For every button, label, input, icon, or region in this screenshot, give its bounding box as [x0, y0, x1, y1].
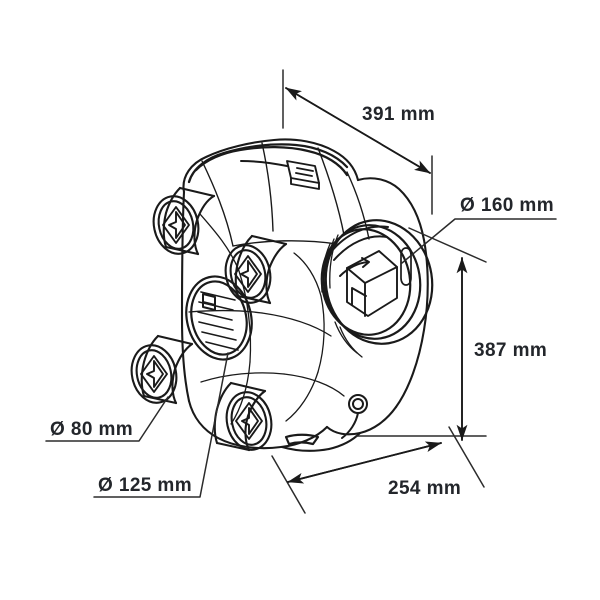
port-middle-left [224, 234, 288, 305]
port-lower-left-flow-arrow [140, 355, 168, 393]
callout-label-diameter-160: Ø 160 mm [460, 195, 555, 216]
port-center-side-handle [202, 293, 216, 311]
port-upper-left [152, 186, 216, 256]
dimension-391-line [285, 87, 431, 174]
port-middle-left-flow-arrow [234, 255, 262, 293]
port-front-flow-arrow [339, 257, 370, 277]
port-lower-center-flow-arrow [235, 402, 263, 440]
electrical-connector-box [286, 160, 320, 190]
unit-top-facets [201, 142, 370, 247]
dimension-391-extensions [282, 69, 433, 215]
port-lower-center [213, 381, 273, 452]
port-front-collar-ribs [321, 234, 363, 358]
unit-side-contours [188, 213, 345, 425]
dimension-label-387: 387 mm [474, 340, 548, 361]
port-front-large [320, 219, 434, 345]
port-front-latch [400, 247, 412, 286]
callout-160-leader [401, 218, 557, 264]
unit-top-seam [187, 143, 349, 184]
unit-base-foot [284, 433, 320, 446]
port-upper-left-flow-arrow [162, 206, 190, 244]
unit-base-panel [280, 431, 362, 452]
callout-125-leader [93, 352, 229, 498]
port-lower-left [130, 334, 194, 405]
dimension-label-254: 254 mm [388, 478, 462, 499]
connector-cable [240, 160, 288, 167]
dimension-254-line [287, 441, 442, 484]
callout-80-leader [45, 396, 169, 442]
port-front-square-insert [346, 250, 398, 317]
callout-label-diameter-125: Ø 125 mm [98, 475, 193, 496]
callout-label-diameter-80: Ø 80 mm [50, 419, 134, 440]
dimension-254-extensions [271, 426, 485, 514]
unit-base-drain [341, 394, 368, 439]
dimension-label-391: 391 mm [362, 104, 436, 125]
dimension-387-extensions [355, 227, 487, 437]
